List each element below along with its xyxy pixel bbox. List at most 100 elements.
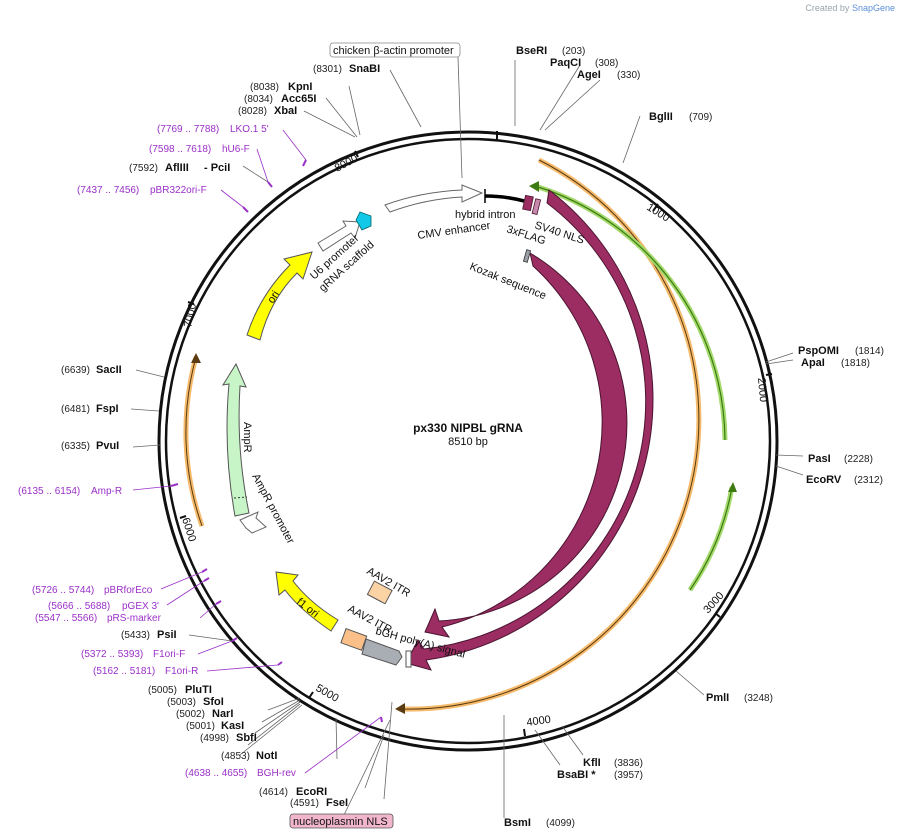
svg-text:BseRI: BseRI <box>516 45 547 57</box>
site-kfli: KflI(3836) <box>583 757 643 769</box>
plasmid-name: px330 NIPBL gRNA <box>413 421 523 435</box>
orange-outer-arc-core <box>398 159 700 710</box>
orange-left-arc-core <box>185 356 203 527</box>
svg-text:(1814): (1814) <box>855 346 884 357</box>
primer-bgh-rev: (4638 .. 4655)BGH-rev <box>185 768 296 779</box>
svg-text:pGEX 3': pGEX 3' <box>122 601 159 612</box>
svg-text:(5001): (5001) <box>186 721 215 732</box>
site-afliii: (7592)AflIII- PciI <box>129 162 230 174</box>
green-inner-arrowhead <box>728 482 737 492</box>
orange-left-arrowhead <box>191 353 201 363</box>
svg-text:(203): (203) <box>562 46 585 57</box>
svg-text:LKO.1 5': LKO.1 5' <box>230 124 269 135</box>
site-pluti: (5005)PluTI <box>148 684 212 696</box>
svg-text:BGH-rev: BGH-rev <box>257 768 296 779</box>
svg-text:(8034): (8034) <box>244 94 273 105</box>
svg-text:BsmI: BsmI <box>504 817 531 829</box>
cmv-enhancer-feature <box>384 184 484 213</box>
site-kpni: (8038)KpnI <box>250 81 312 93</box>
svg-text:(1818): (1818) <box>841 358 870 369</box>
svg-text:(709): (709) <box>689 112 712 123</box>
svg-text:(2228): (2228) <box>844 454 873 465</box>
svg-text:SnaBI: SnaBI <box>349 63 380 75</box>
site-bsmi: BsmI (4099) <box>504 817 575 829</box>
primer-pbr322ori-f: (7437 .. 7456) pBR322ori-F <box>77 185 207 196</box>
svg-text:PvuI: PvuI <box>96 440 119 452</box>
cas9-outer-feature <box>405 189 654 671</box>
aav2-itr-upper <box>366 580 393 605</box>
svg-text:(330): (330) <box>617 70 640 81</box>
svg-text:(8028): (8028) <box>238 106 267 117</box>
site-xbai: (8028)XbaI <box>238 105 297 117</box>
orange-outer-arrowhead <box>395 703 405 714</box>
feature-callout-lines <box>343 56 463 816</box>
svg-text:(6335): (6335) <box>61 441 90 452</box>
kozak-marker <box>522 249 532 263</box>
site-bsabi: BsaBI *(3957) <box>557 769 643 781</box>
ampr-promoter-feature <box>239 511 267 534</box>
svg-text:FspI: FspI <box>96 403 119 415</box>
cmv-enhancer-label: CMV enhancer <box>417 220 492 242</box>
nucleoplasmin-nls-callout: nucleoplasmin NLS <box>289 813 394 829</box>
svg-text:EcoRI: EcoRI <box>296 786 327 798</box>
svg-text:PsiI: PsiI <box>157 629 177 641</box>
svg-text:(7769 .. 7788): (7769 .. 7788) <box>157 124 219 135</box>
bgh-end-cap <box>405 650 412 668</box>
svg-text:PasI: PasI <box>808 453 831 465</box>
svg-text:NotI: NotI <box>256 750 277 762</box>
svg-text:(6481): (6481) <box>61 404 90 415</box>
site-pasi: PasI (2228) <box>808 453 873 465</box>
ori-label: ori <box>265 289 282 306</box>
svg-text:SfoI: SfoI <box>203 696 224 708</box>
tick-label-7000: 7000 <box>182 302 199 328</box>
svg-text:PspOMI: PspOMI <box>798 345 839 357</box>
svg-text:pRS-marker: pRS-marker <box>107 613 162 624</box>
svg-text:SbfI: SbfI <box>236 732 257 744</box>
site-pmli: PmlI(3248) <box>706 692 773 704</box>
primer-pbrforeco: (5726 .. 5744)pBRforEco <box>32 585 153 596</box>
branding-prefix: Created by <box>805 3 850 13</box>
primer-f1ori-f: (5372 .. 5393)F1ori-F <box>81 649 185 660</box>
site-sfoi: (5003)SfoI <box>167 696 224 708</box>
svg-text:PluTI: PluTI <box>185 684 212 696</box>
snapgene-logo-text: SnapGene <box>851 3 895 13</box>
svg-text:nucleoplasmin NLS: nucleoplasmin NLS <box>293 816 388 828</box>
primer-amp-r: (6135 .. 6154)Amp-R <box>18 486 122 497</box>
site-snabi: (8301)SnaBI <box>313 63 380 75</box>
hybrid-intron-line <box>484 194 525 203</box>
svg-text:(7598 .. 7618): (7598 .. 7618) <box>149 144 211 155</box>
tick-label-2000: 2000 <box>755 377 769 402</box>
sv40-nls-marker <box>531 198 542 215</box>
site-apai: ApaI(1818) <box>801 357 870 369</box>
ampr-promoter-label: AmpR promoter <box>249 472 296 546</box>
hybrid-intron-label: hybrid intron <box>455 209 516 221</box>
plasmid-size: 8510 bp <box>448 436 488 448</box>
svg-text:(5666 .. 5688): (5666 .. 5688) <box>48 601 110 612</box>
svg-text:pBRforEco: pBRforEco <box>104 585 153 596</box>
svg-text:(5372 .. 5393): (5372 .. 5393) <box>81 649 143 660</box>
svg-text:(4099): (4099) <box>546 818 575 829</box>
green-outer-arrowhead <box>529 181 539 192</box>
svg-text:KflI: KflI <box>583 757 601 769</box>
svg-text:pBR322ori-F: pBR322ori-F <box>150 185 207 196</box>
ori-feature <box>246 251 313 341</box>
site-kasi: (5001)KasI <box>186 720 244 732</box>
svg-text:(4614): (4614) <box>259 787 288 798</box>
site-fsei: (4591)FseI <box>290 797 348 809</box>
svg-text:(7437 .. 7456): (7437 .. 7456) <box>77 185 139 196</box>
cas9-inner-feature <box>424 251 628 638</box>
svg-text:PmlI: PmlI <box>706 692 729 704</box>
ruler-ticks <box>179 131 773 737</box>
svg-text:EcoRV: EcoRV <box>806 474 842 486</box>
svg-text:(5162 .. 5181): (5162 .. 5181) <box>93 666 155 677</box>
snapgene-branding: Created by SnapGene <box>805 3 895 13</box>
svg-text:(5002): (5002) <box>176 709 205 720</box>
svg-text:PaqCI: PaqCI <box>550 57 581 69</box>
primer-labels: (7769 .. 7788)LKO.1 5' (7598 .. 7618)hU6… <box>18 124 296 779</box>
primer-pgex-3: (5666 .. 5688) pGEX 3' <box>48 601 159 612</box>
site-pvui: (6335) PvuI <box>61 440 119 452</box>
site-bseri: BseRI (203) <box>516 45 585 57</box>
svg-text:(2312): (2312) <box>854 475 883 486</box>
site-pspomi: PspOMI (1814) <box>798 345 884 357</box>
